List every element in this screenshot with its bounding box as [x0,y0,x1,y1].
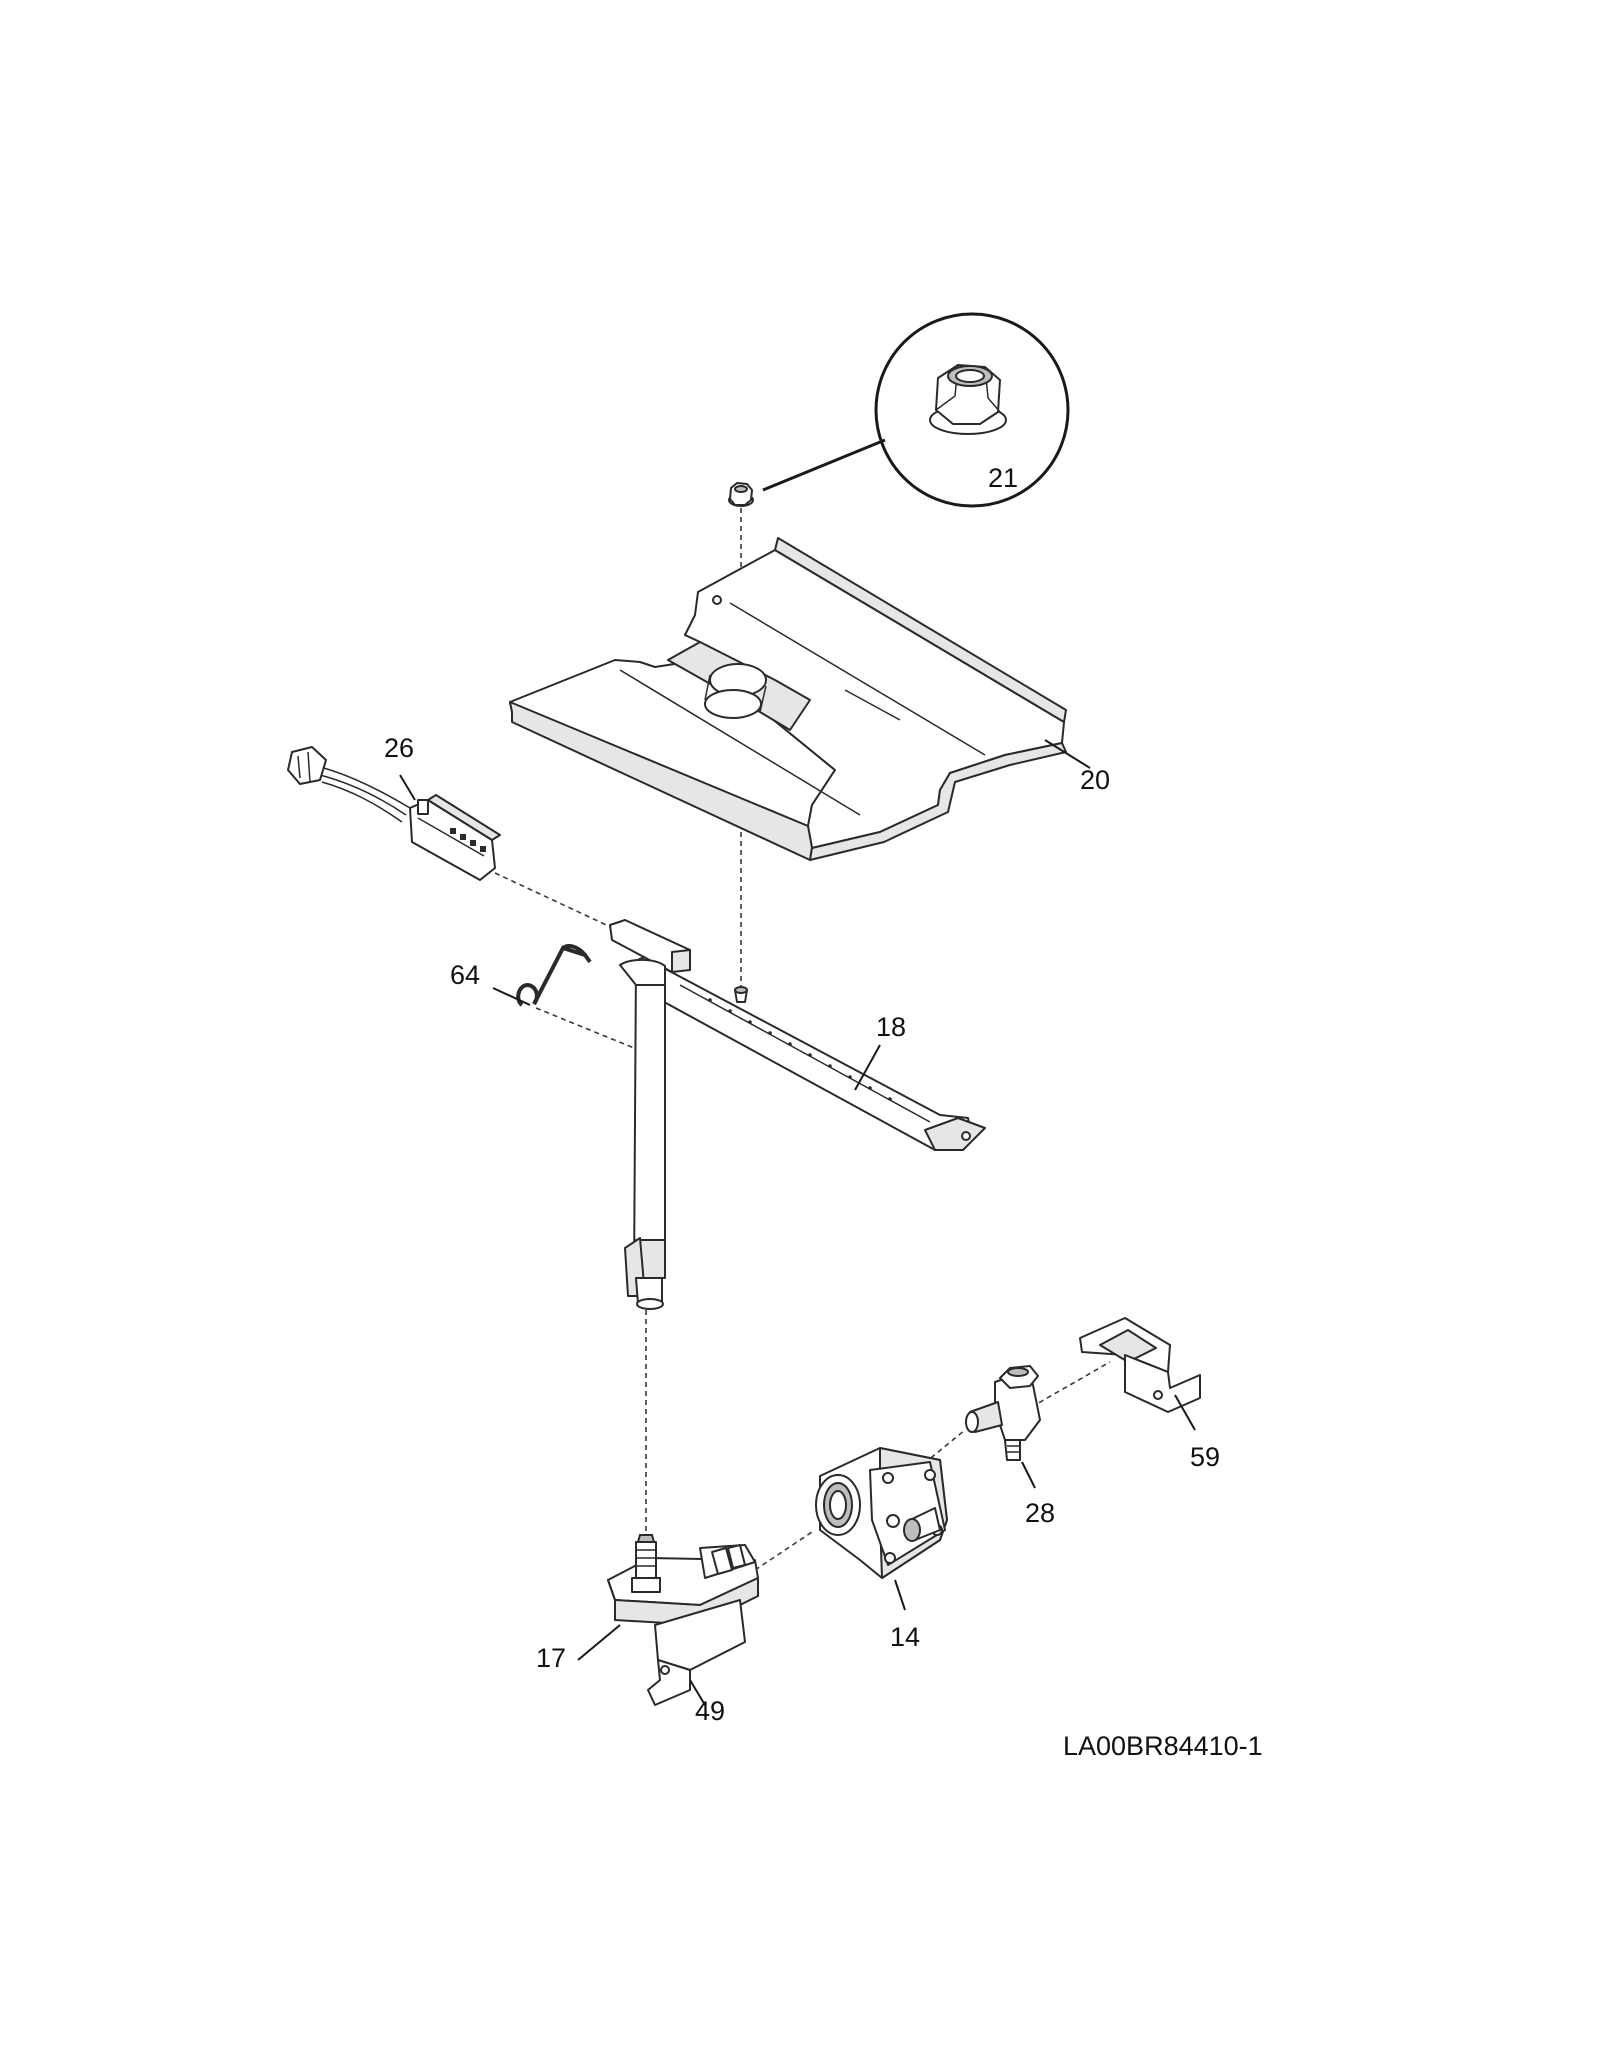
pressure-regulator [965,1365,1041,1489]
flange-nut-large [929,364,1007,435]
callout-28: 28 [1025,1498,1055,1528]
assembly-line-bracket [535,1007,635,1049]
callout-17: 17 [536,1643,566,1673]
valve-bracket [1079,1317,1201,1431]
oven-igniter [287,746,501,881]
wire-bracket [492,944,592,1007]
callout-26: 26 [384,733,414,763]
callout-21: 21 [988,463,1018,493]
callout-49: 49 [695,1696,725,1726]
assembly-line-igniter [494,872,661,951]
callout-64: 64 [450,960,480,990]
gas-valve [815,1447,948,1611]
callout-20: 20 [1080,765,1110,795]
mounting-bracket [647,1599,746,1706]
diagram-id: LA00BR84410-1 [1063,1731,1263,1761]
oven-burner-tube [609,919,986,1310]
callout-14: 14 [890,1622,920,1652]
burner-baffle [509,537,1091,861]
flange-nut-small [728,482,754,507]
assembly-line-valve [754,1529,816,1571]
detail-bubble-21: 21 [762,312,1070,508]
callout-59: 59 [1190,1442,1220,1472]
callout-18: 18 [876,1012,906,1042]
